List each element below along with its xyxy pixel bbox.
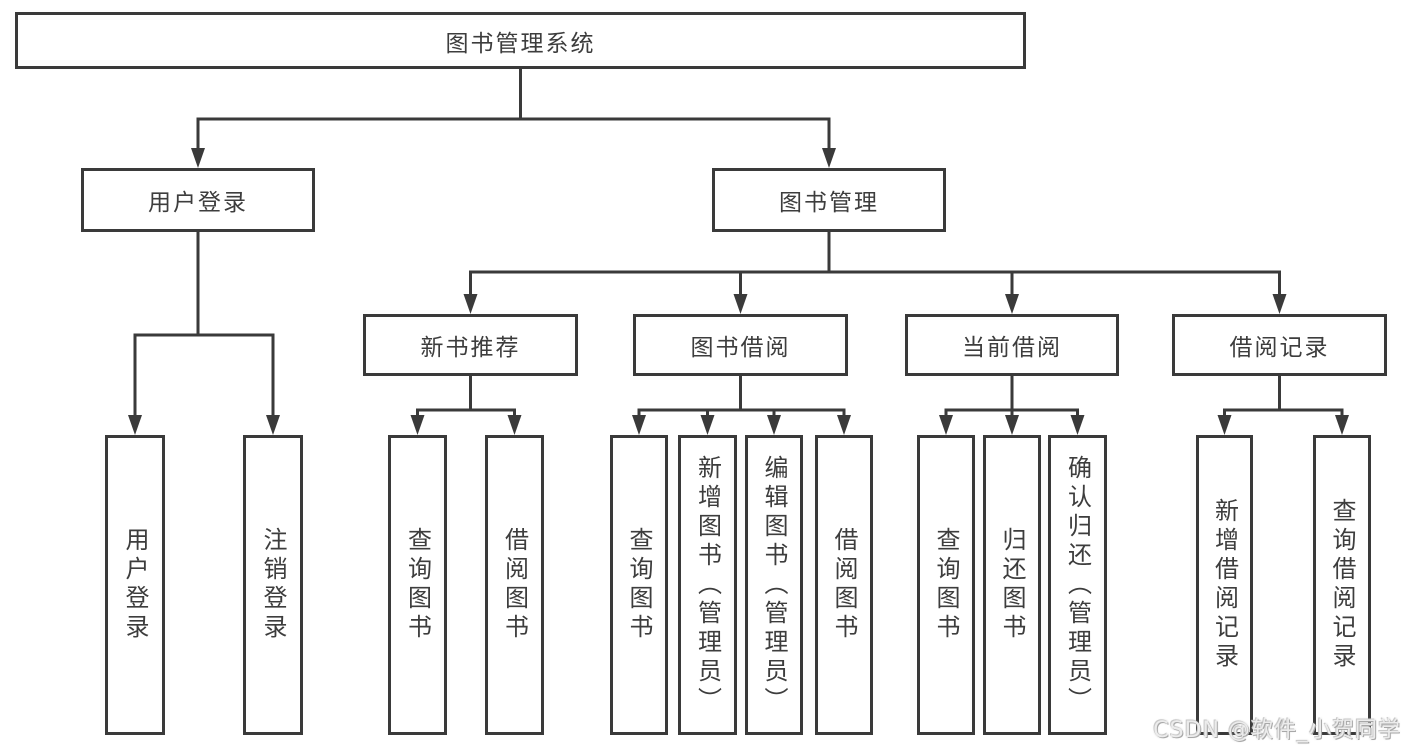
leaf-recommend-query-book: 查询图书: [388, 435, 447, 735]
leaf-borrow-book-label: 借阅图书: [830, 527, 858, 643]
leaf-current-query-book: 查询图书: [917, 435, 975, 735]
leaf-edit-book-admin-label: 编辑图书（管理员）: [760, 454, 788, 716]
leaf-recommend-borrow-book-label: 借阅图书: [500, 527, 529, 643]
node-new-book-recommend: 新书推荐: [363, 314, 578, 376]
leaf-add-borrow-record: 新增借阅记录: [1196, 435, 1253, 735]
leaf-return-book: 归还图书: [983, 435, 1041, 735]
leaf-borrow-query-book: 查询图书: [610, 435, 668, 735]
leaf-user-login-label: 用户登录: [121, 527, 149, 643]
leaf-confirm-return-admin: 确认归还（管理员）: [1048, 435, 1107, 735]
leaf-add-borrow-record-label: 新增借阅记录: [1210, 498, 1239, 672]
leaf-borrow-book: 借阅图书: [815, 435, 873, 735]
node-new-book-recommend-label: 新书推荐: [420, 335, 521, 361]
leaf-return-book-label: 归还图书: [998, 527, 1026, 643]
leaf-add-book-admin: 新增图书（管理员）: [678, 435, 737, 735]
node-root: 图书管理系统: [15, 12, 1026, 69]
arrowheads: [128, 148, 1349, 435]
node-current-borrow: 当前借阅: [905, 314, 1119, 376]
node-book-management: 图书管理: [712, 168, 946, 232]
leaf-current-query-book-label: 查询图书: [932, 527, 960, 643]
node-borrow-record-label: 借阅记录: [1229, 335, 1330, 361]
node-book-management-label: 图书管理: [779, 190, 879, 216]
leaf-query-borrow-record-label: 查询借阅记录: [1328, 498, 1356, 672]
node-user-login: 用户登录: [81, 168, 315, 232]
node-book-borrow: 图书借阅: [633, 314, 848, 376]
node-borrow-record: 借阅记录: [1172, 314, 1387, 376]
leaf-add-book-admin-label: 新增图书（管理员）: [693, 454, 722, 716]
node-book-borrow-label: 图书借阅: [690, 335, 791, 361]
leaf-query-borrow-record: 查询借阅记录: [1313, 435, 1371, 735]
leaf-logout-label: 注销登录: [259, 527, 287, 643]
node-user-login-label: 用户登录: [148, 190, 248, 216]
leaf-edit-book-admin: 编辑图书（管理员）: [745, 435, 803, 735]
node-root-label: 图书管理系统: [445, 30, 596, 57]
leaf-recommend-query-book-label: 查询图书: [403, 527, 432, 643]
node-current-borrow-label: 当前借阅: [962, 335, 1062, 361]
leaf-user-login: 用户登录: [105, 435, 165, 735]
csdn-watermark: CSDN @软件_小贺同学: [1153, 718, 1401, 743]
leaf-borrow-query-book-label: 查询图书: [625, 527, 653, 643]
leaf-confirm-return-admin-label: 确认归还（管理员）: [1063, 454, 1092, 716]
leaf-logout: 注销登录: [243, 435, 303, 735]
leaf-recommend-borrow-book: 借阅图书: [485, 435, 544, 735]
